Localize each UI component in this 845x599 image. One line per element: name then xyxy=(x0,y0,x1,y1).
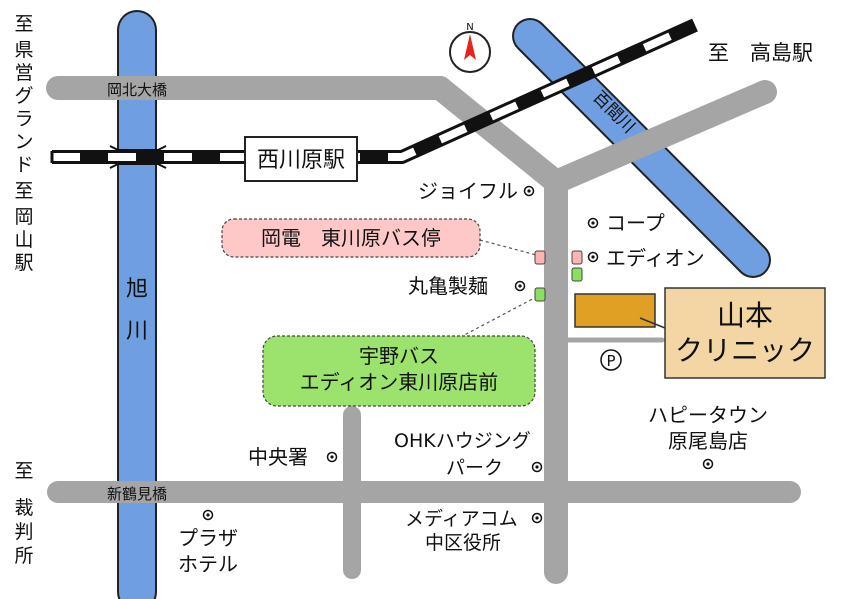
dir-char: ン xyxy=(14,131,33,153)
clinic-name-line2: クリニック xyxy=(675,334,815,367)
plaza-label-2: ホテル xyxy=(178,552,238,576)
happytown-label-1: ハピータウン xyxy=(648,403,768,427)
clinic-name-line1: 山本 xyxy=(717,299,773,332)
clinic-building xyxy=(574,293,656,328)
dir-char: 至 xyxy=(14,13,33,35)
edion-label: エディオン xyxy=(606,246,705,270)
road-northeast xyxy=(544,80,777,194)
bus-stop-okaden: 岡電 東川原バス停 xyxy=(221,218,583,265)
asahi-char-2: 川 xyxy=(126,319,148,344)
chuosho-label: 中央署 xyxy=(248,445,308,469)
direction-north-left: 至 県 営 グ ラ ン ド 至 岡 山 駅 xyxy=(14,13,33,274)
landmark-coop: コープ xyxy=(587,211,665,235)
bridge-shintsurumi-label: 新鶴見橋 xyxy=(107,485,167,503)
uno-stop-label-2: エディオン東川原店前 xyxy=(300,370,499,394)
parking-icon: P xyxy=(600,349,622,371)
asahi-char-1: 旭 xyxy=(126,277,148,302)
bridge-shintsurumi: 新鶴見橋 xyxy=(94,483,180,503)
landmark-plaza-hotel: プラザ ホテル xyxy=(178,509,238,576)
ohk-label-2: パーク xyxy=(446,457,503,479)
asahi-river-label: 旭 川 xyxy=(126,277,148,344)
landmark-chuosho: 中央署 xyxy=(248,445,338,469)
ohk-label-1: OHKハウジング xyxy=(394,430,531,452)
parking-label: P xyxy=(606,352,615,370)
dir-char: 駅 xyxy=(14,252,33,274)
mediacom-label-1: メディアコム xyxy=(405,508,518,530)
station-name: 西川原駅 xyxy=(257,148,345,173)
dir-char: ド xyxy=(14,154,33,176)
okaden-stop-label: 岡電 東川原バス停 xyxy=(261,226,441,250)
landmark-ohk: OHKハウジング パーク xyxy=(394,430,543,479)
clinic-label-box xyxy=(664,287,826,379)
happytown-label-2: 原尾島店 xyxy=(668,429,748,453)
dir-char: 山 xyxy=(14,229,33,251)
uno-stop-label-1: 宇野バス xyxy=(359,344,439,368)
landmark-mediacom: メディアコム 中区役所 xyxy=(405,508,543,554)
landmark-marugame: 丸亀製麺 xyxy=(408,274,526,298)
rail-bridge xyxy=(109,145,167,169)
direction-takashima: 至 高島駅 xyxy=(708,41,813,65)
direction-south-left: 至 裁 判 所 xyxy=(14,460,33,567)
okaden-stop-marker-east xyxy=(571,250,583,265)
dir-char: 至 xyxy=(14,460,33,482)
mediacom-label-2: 中区役所 xyxy=(425,532,501,554)
landmark-joifuru: ジョイフル xyxy=(418,179,535,203)
dir-char: 判 xyxy=(14,521,33,543)
dir-char: グ xyxy=(14,85,33,107)
uno-stop-marker-west xyxy=(534,287,546,302)
dir-char: 所 xyxy=(14,545,33,567)
compass-north-letter: N xyxy=(466,22,473,33)
dir-char: 営 xyxy=(14,62,33,84)
joifuru-label: ジョイフル xyxy=(418,179,518,203)
station-box: 西川原駅 xyxy=(244,136,358,182)
okaden-stop-marker-west xyxy=(534,250,546,265)
road-diagonal xyxy=(428,76,568,194)
dir-char: 県 xyxy=(14,39,33,61)
dir-char: 裁 xyxy=(14,497,33,519)
bridge-okakita: 岡北大橋 xyxy=(94,79,180,99)
bus-stop-uno: 宇野バス エディオン東川原店前 xyxy=(262,267,583,407)
landmark-edion: エディオン xyxy=(587,246,705,270)
marugame-label: 丸亀製麺 xyxy=(408,274,488,298)
coop-label: コープ xyxy=(606,211,665,235)
compass-icon: N xyxy=(449,22,491,73)
dir-char: 至 xyxy=(14,180,33,202)
dir-char: 岡 xyxy=(14,206,33,228)
plaza-label-1: プラザ xyxy=(178,526,238,550)
uno-stop-marker-east xyxy=(571,267,583,282)
bridge-okakita-label: 岡北大橋 xyxy=(107,81,167,99)
landmark-happytown: ハピータウン 原尾島店 xyxy=(648,403,768,470)
dir-char: ラ xyxy=(14,108,33,130)
clinic: 山本 クリニック xyxy=(574,287,826,379)
railway xyxy=(50,18,698,164)
